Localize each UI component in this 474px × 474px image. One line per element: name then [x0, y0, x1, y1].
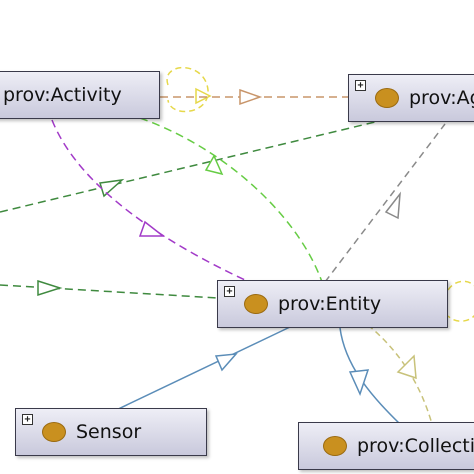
class-icon — [244, 294, 268, 314]
edge-arrowhead — [348, 369, 370, 397]
node-activity[interactable]: prov:Activity — [0, 71, 160, 119]
node-agent[interactable]: + prov:Agent — [348, 74, 474, 122]
edge-arrowhead — [99, 178, 125, 198]
edge-entity-to-agent — [324, 123, 446, 283]
edge-arrowhead — [37, 279, 63, 297]
edge-activity-to-entity-purple — [51, 119, 246, 281]
edge-arrowhead — [204, 154, 224, 176]
class-icon — [42, 422, 66, 442]
node-sensor-label: Sensor — [76, 421, 142, 443]
edge-arrowhead — [384, 191, 401, 220]
node-entity[interactable]: + prov:Entity — [217, 280, 448, 328]
edge-left-to-entity — [0, 284, 219, 299]
node-collection[interactable]: prov:Collection — [298, 422, 474, 470]
edge-arrowhead — [396, 354, 417, 380]
class-icon — [375, 88, 399, 108]
expand-icon[interactable]: + — [22, 414, 33, 425]
edge-arrowhead — [214, 353, 238, 372]
edge-arrowhead — [195, 87, 212, 105]
edge-sensor-to-entity — [111, 326, 291, 413]
expand-icon[interactable]: + — [224, 286, 235, 297]
node-agent-label: prov:Agent — [409, 87, 474, 109]
edge-entity-self-loop — [447, 280, 474, 322]
node-sensor[interactable]: + Sensor — [15, 408, 207, 456]
edge-collection-olive — [367, 324, 433, 425]
node-collection-label: prov:Collection — [357, 435, 474, 457]
expand-icon[interactable]: + — [355, 80, 366, 91]
edge-left-to-agent — [0, 121, 376, 213]
edge-activity-curve-entity — [139, 117, 323, 283]
node-entity-label: prov:Entity — [278, 293, 382, 315]
edge-arrowhead — [138, 220, 166, 237]
edge-arrowhead — [239, 88, 263, 106]
edge-collection-to-entity — [339, 327, 401, 425]
node-activity-label: prov:Activity — [3, 84, 122, 106]
class-icon — [323, 436, 347, 456]
edge-activity-self-loop — [166, 66, 209, 113]
